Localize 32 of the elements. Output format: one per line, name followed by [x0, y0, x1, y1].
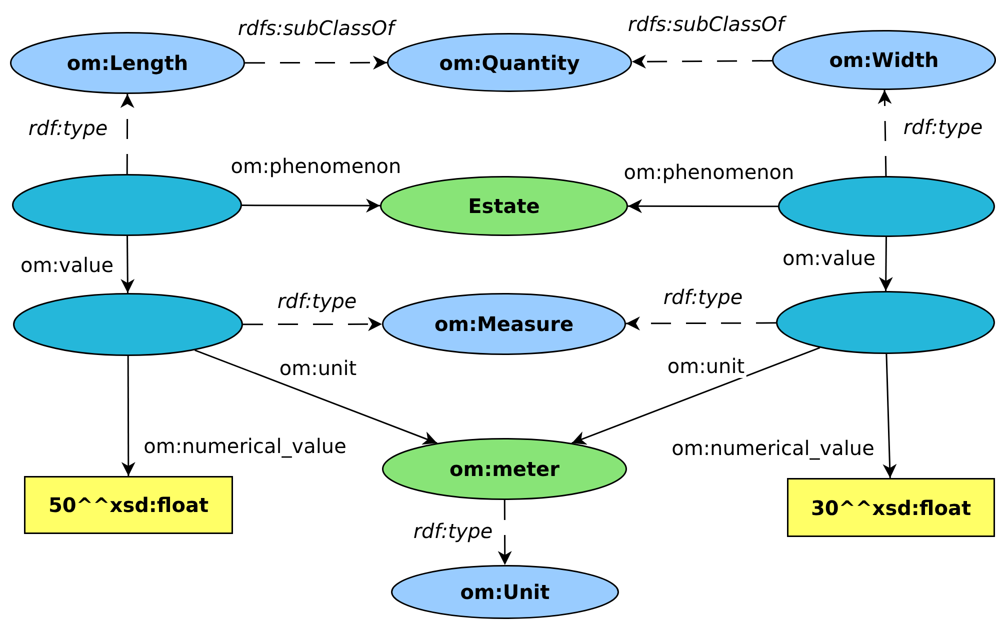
class-ellipse [772, 30, 996, 90]
node-label: om:Measure [434, 312, 574, 336]
arrow [243, 317, 382, 332]
arrow [632, 54, 772, 69]
arrow [120, 94, 134, 174]
arrow [498, 500, 512, 565]
class-ellipse [382, 438, 627, 500]
arrow [572, 347, 820, 445]
arrow [194, 349, 438, 445]
class-ellipse [382, 293, 626, 355]
arrow [121, 356, 136, 476]
arrow [878, 90, 892, 176]
node-label: Estate [468, 194, 540, 218]
node-label: om:Unit [460, 580, 550, 604]
resource-ellipse [13, 293, 243, 356]
literal-box [24, 476, 233, 534]
class-ellipse [391, 565, 619, 619]
node-label: om:Width [829, 48, 939, 72]
arrow [628, 199, 778, 214]
arrow [242, 198, 380, 213]
node-label: om:Quantity [439, 50, 580, 74]
resource-ellipse [776, 291, 995, 354]
node-label: 50^^xsd:float [48, 493, 209, 517]
arrow [878, 237, 893, 291]
arrow [626, 316, 776, 330]
arrow [120, 236, 135, 293]
arrow [882, 354, 897, 478]
literal-box [787, 478, 995, 537]
node-label: om:Length [66, 51, 188, 75]
arrow [245, 56, 387, 70]
node-label: om:meter [450, 457, 560, 481]
node-label: 30^^xsd:float [810, 496, 972, 520]
